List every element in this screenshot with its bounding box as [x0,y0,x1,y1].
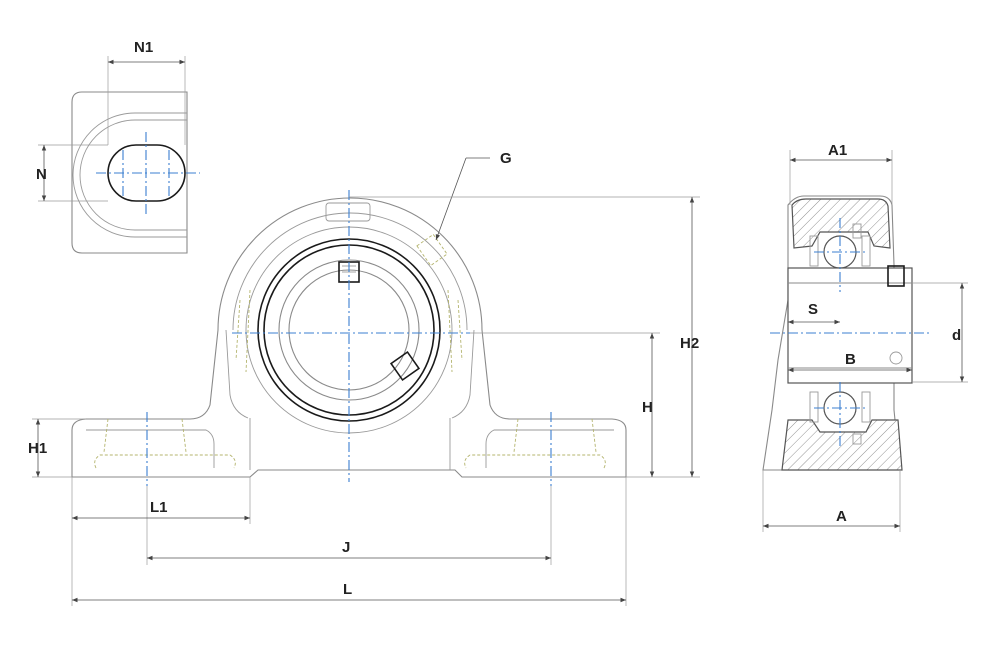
slot-detail-view [38,56,200,254]
dimension-label-H: H [642,399,653,416]
dimension-label-A1: A1 [828,142,847,159]
front-view [32,157,700,606]
dimension-label-d: d [952,327,961,344]
dimension-label-L1: L1 [150,499,168,516]
dimension-label-G: G [500,150,512,167]
dimension-label-J: J [342,539,350,556]
dimension-label-B: B [845,351,856,368]
dimension-label-L: L [343,581,352,598]
dimension-label-H1: H1 [28,440,47,457]
dimension-label-N: N [36,166,47,183]
dimension-label-H2: H2 [680,335,699,352]
side-section-view [762,150,968,532]
dimension-label-A: A [836,508,847,525]
dimension-label-N1: N1 [134,39,153,56]
dimension-label-S: S [808,301,818,318]
